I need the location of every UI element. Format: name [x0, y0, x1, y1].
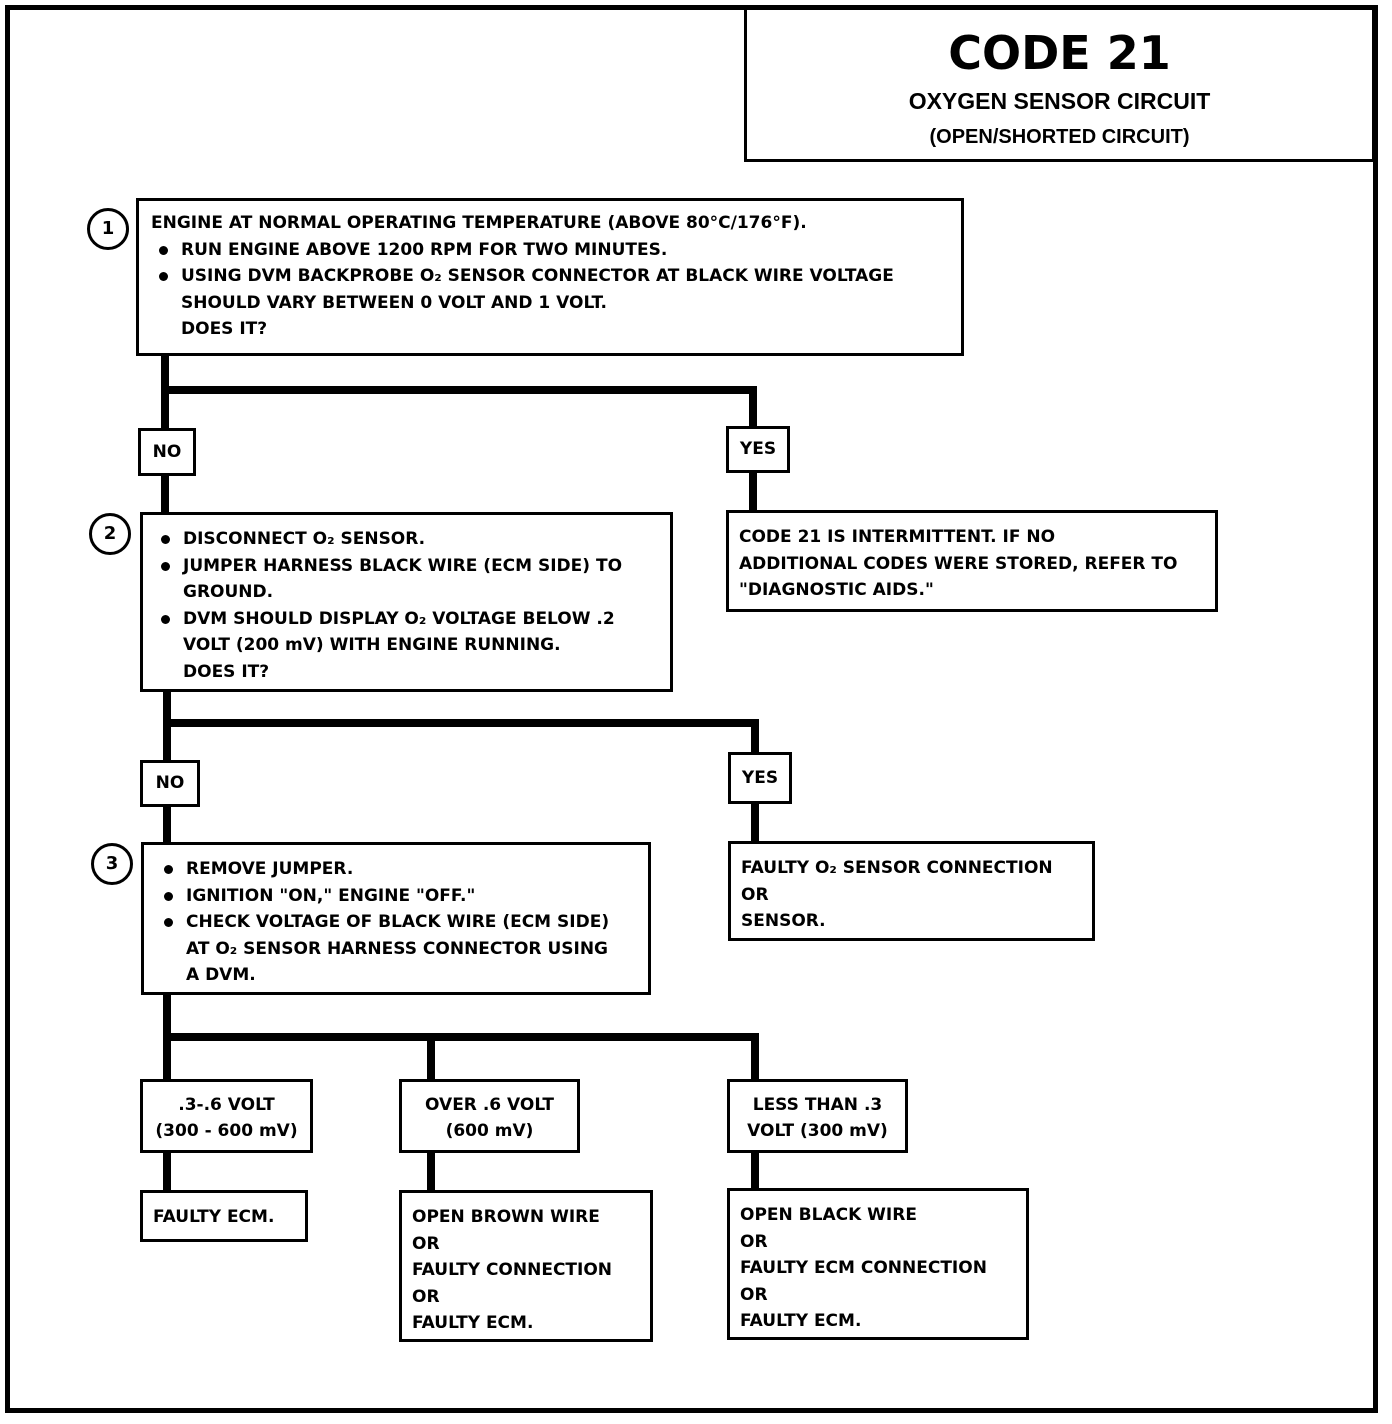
- result-text: SENSOR.: [741, 911, 826, 931]
- step-bullet: DISCONNECT O₂ SENSOR.: [153, 526, 670, 553]
- connector-line: [163, 1033, 759, 1041]
- step-text: A DVM.: [186, 965, 256, 985]
- answer-no-2: NO: [140, 760, 200, 807]
- step-bullet: IGNITION "ON," ENGINE "OFF.": [156, 883, 648, 910]
- voltage-text: LESS THAN .3: [752, 1095, 883, 1115]
- result-text: OPEN BLACK WIRE: [740, 1205, 917, 1225]
- voltage-text: (600 mV): [445, 1121, 534, 1141]
- circuit-title: OXYGEN SENSOR CIRCUIT: [908, 88, 1211, 114]
- result-open-brown-wire: OPEN BROWN WIRE OR FAULTY CONNECTION OR …: [399, 1190, 653, 1342]
- result-text: CODE 21 IS INTERMITTENT. IF NO: [739, 527, 1056, 547]
- result-text: FAULTY ECM CONNECTION: [740, 1258, 987, 1278]
- result-open-black-wire: OPEN BLACK WIRE OR FAULTY ECM CONNECTION…: [727, 1188, 1029, 1340]
- connector-line: [163, 719, 759, 727]
- connector-line: [751, 719, 759, 754]
- connector-line: [751, 802, 759, 843]
- step-text: VOLT (200 mV) WITH ENGINE RUNNING.: [183, 635, 561, 655]
- result-faulty-ecm: FAULTY ECM.: [140, 1190, 308, 1242]
- connector-line: [751, 1151, 759, 1191]
- result-text: OR: [412, 1233, 440, 1254]
- connector-line: [161, 386, 757, 394]
- result-text: OR: [741, 884, 769, 905]
- code-title: CODE 21: [948, 26, 1171, 80]
- step-number-3: 3: [91, 843, 133, 885]
- result-text: "DIAGNOSTIC AIDS.": [739, 580, 934, 600]
- voltage-text: .3-.6 VOLT: [178, 1095, 275, 1115]
- step-text: DOES IT?: [183, 661, 270, 682]
- voltage-range-mid: .3-.6 VOLT (300 - 600 mV): [140, 1079, 313, 1153]
- answer-yes-1: YES: [726, 426, 790, 473]
- step-3-box: REMOVE JUMPER. IGNITION "ON," ENGINE "OF…: [141, 842, 651, 995]
- voltage-text: OVER .6 VOLT: [425, 1095, 554, 1115]
- page-border: [5, 5, 1378, 1413]
- step-number-2: 2: [89, 513, 131, 555]
- step-bullet: REMOVE JUMPER.: [156, 856, 648, 883]
- result-text: FAULTY ECM.: [153, 1207, 275, 1227]
- voltage-range-less: LESS THAN .3 VOLT (300 mV): [727, 1079, 908, 1153]
- step-text: DOES IT?: [181, 319, 268, 339]
- step-bullet: USING DVM BACKPROBE O₂ SENSOR CONNECTOR …: [151, 263, 961, 290]
- step-bullet: DVM SHOULD DISPLAY O₂ VOLTAGE BELOW .2: [153, 606, 670, 633]
- result-text: FAULTY ECM.: [740, 1311, 862, 1331]
- result-text: OR: [740, 1284, 768, 1305]
- voltage-text: (300 - 600 mV): [155, 1121, 298, 1141]
- connector-line: [749, 386, 757, 428]
- connector-line: [163, 1151, 171, 1192]
- step-number-1: 1: [87, 208, 129, 250]
- step-1-box: ENGINE AT NORMAL OPERATING TEMPERATURE (…: [136, 198, 964, 356]
- connector-line: [161, 474, 169, 514]
- answer-yes-2: YES: [728, 752, 792, 804]
- step-bullet: CHECK VOLTAGE OF BLACK WIRE (ECM SIDE): [156, 909, 648, 936]
- connector-line: [749, 471, 757, 512]
- answer-no-1: NO: [138, 428, 196, 476]
- connector-line: [751, 1033, 759, 1081]
- result-text: OPEN BROWN WIRE: [412, 1207, 600, 1227]
- step-text: ENGINE AT NORMAL OPERATING TEMPERATURE (…: [151, 213, 807, 233]
- result-intermittent: CODE 21 IS INTERMITTENT. IF NO ADDITIONA…: [726, 510, 1218, 612]
- voltage-range-over: OVER .6 VOLT (600 mV): [399, 1079, 580, 1153]
- result-text: FAULTY O₂ SENSOR CONNECTION: [741, 858, 1053, 878]
- result-text: FAULTY ECM.: [412, 1313, 534, 1333]
- title-block: CODE 21 OXYGEN SENSOR CIRCUIT (OPEN/SHOR…: [744, 7, 1375, 162]
- result-text: FAULTY CONNECTION: [412, 1260, 613, 1280]
- connector-line: [427, 1151, 435, 1193]
- step-text: GROUND.: [183, 582, 274, 602]
- step-text: AT O₂ SENSOR HARNESS CONNECTOR USING: [186, 938, 608, 959]
- step-bullet: RUN ENGINE ABOVE 1200 RPM FOR TWO MINUTE…: [151, 237, 961, 264]
- circuit-subtitle: (OPEN/SHORTED CIRCUIT): [929, 126, 1190, 148]
- step-2-box: DISCONNECT O₂ SENSOR. JUMPER HARNESS BLA…: [140, 512, 673, 692]
- connector-line: [427, 1033, 435, 1081]
- connector-line: [163, 805, 171, 845]
- voltage-text: VOLT (300 mV): [747, 1121, 888, 1141]
- result-text: OR: [740, 1231, 768, 1252]
- step-bullet: JUMPER HARNESS BLACK WIRE (ECM SIDE) TO: [153, 553, 670, 580]
- result-text: OR: [412, 1286, 440, 1307]
- step-text: SHOULD VARY BETWEEN 0 VOLT AND 1 VOLT.: [181, 292, 607, 313]
- result-text: ADDITIONAL CODES WERE STORED, REFER TO: [739, 553, 1178, 574]
- result-faulty-sensor: FAULTY O₂ SENSOR CONNECTION OR SENSOR.: [728, 841, 1095, 941]
